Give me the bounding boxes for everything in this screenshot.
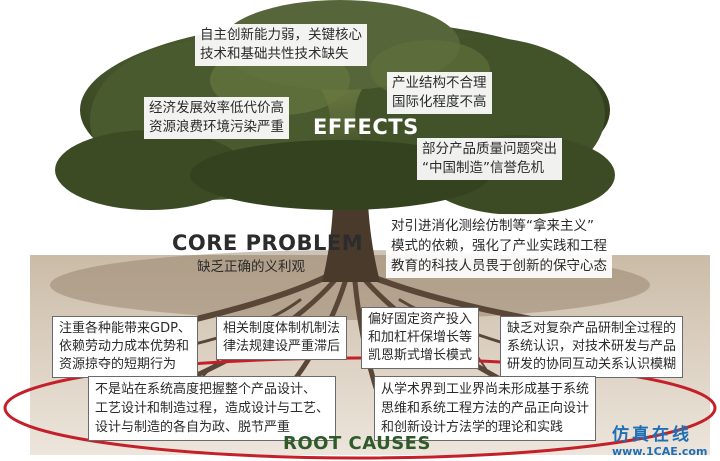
watermark: 仿真在线 www.1CAE.com	[612, 420, 707, 458]
root-3-line-3: 凯恩斯式增长模式	[368, 348, 473, 363]
effects-title: EFFECTS	[313, 115, 419, 139]
effect-4-line-2: “中国制造”信誉危机	[422, 160, 544, 176]
root-6-line-3: 和创新设计方法学的理论和实践	[381, 420, 564, 435]
effect-label-1: 自主创新能力弱，关键核心 技术和基础共性技术缺失	[195, 24, 367, 66]
core-detail-line-1: 对引进消化测绘仿制等“拿来主义”	[391, 218, 594, 234]
root-causes-ellipse	[3, 356, 717, 460]
effect-1-line-1: 自主创新能力弱，关键核心	[200, 27, 362, 43]
root-1-line-3: 资源掠夺的短期行为	[59, 357, 177, 372]
effect-3-line-1: 经济发展效率低代价高	[149, 100, 284, 116]
root-4-line-3: 研发的协同互动关系认识模糊	[507, 357, 677, 372]
root-cause-box-2: 相关制度体制机制法 律法规建设严重滞后	[216, 316, 348, 360]
effect-1-line-2: 技术和基础共性技术缺失	[200, 46, 349, 62]
root-cause-box-3: 偏好固定资产投入 和加杠杆保增长等 凯恩斯式增长模式	[361, 307, 480, 369]
core-problem-title: CORE PROBLEM	[172, 231, 364, 255]
root-cause-box-1: 注重各种能带来GDP、 依赖劳动力成本优势和 资源掠夺的短期行为	[52, 316, 198, 378]
effect-4-line-1: 部分产品质量问题突出	[422, 141, 557, 157]
effect-2-line-1: 产业结构不合理	[392, 75, 487, 91]
root-3-line-1: 偏好固定资产投入	[368, 312, 473, 327]
effect-label-4: 部分产品质量问题突出 “中国制造”信誉危机	[417, 138, 562, 180]
effect-label-3: 经济发展效率低代价高 资源浪费环境污染严重	[144, 97, 289, 139]
root-causes-title: ROOT CAUSES	[283, 433, 431, 454]
root-5-line-2: 工艺设计和制造过程，造成设计与工艺、	[95, 401, 330, 416]
effect-2-line-2: 国际化程度不高	[392, 94, 487, 110]
root-cause-box-4: 缺乏对复杂产品研制全过程的 系统认识，对技术研发与产品 研发的协同互动关系认识模…	[500, 316, 684, 378]
root-2-line-2: 律法规建设严重滞后	[223, 339, 341, 354]
effect-3-line-2: 资源浪费环境污染严重	[149, 119, 284, 135]
root-cause-box-6: 从学术界到工业界尚未形成基于系统 思维和系统工程方法的产品正向设计 和创新设计方…	[374, 376, 597, 441]
root-4-line-2: 系统认识，对技术研发与产品	[507, 339, 677, 354]
root-6-line-1: 从学术界到工业界尚未形成基于系统	[381, 382, 590, 397]
effect-label-2: 产业结构不合理 国际化程度不高	[387, 72, 492, 114]
core-detail-line-2: 模式的依赖，强化了产业实践和工程	[391, 238, 607, 254]
root-cause-box-5: 不是站在系统高度把握整个产品设计、 工艺设计和制造过程，造成设计与工艺、 设计与…	[88, 376, 337, 441]
root-1-line-1: 注重各种能带来GDP、	[59, 321, 191, 336]
root-2-line-1: 相关制度体制机制法	[223, 321, 341, 336]
watermark-text: 仿真在线	[612, 425, 692, 445]
core-problem-subtitle: 缺乏正确的义利观	[197, 259, 305, 275]
core-detail: 对引进消化测绘仿制等“拿来主义” 模式的依赖，强化了产业实践和工程 教育的科技人…	[386, 214, 612, 278]
root-5-line-1: 不是站在系统高度把握整个产品设计、	[95, 382, 317, 397]
root-4-line-1: 缺乏对复杂产品研制全过程的	[507, 321, 677, 336]
root-3-line-2: 和加杠杆保增长等	[368, 330, 473, 345]
root-6-line-2: 思维和系统工程方法的产品正向设计	[381, 401, 590, 416]
root-5-line-3: 设计与制造的各自为政、脱节严重	[95, 420, 291, 435]
watermark-url: www.1CAE.com	[612, 445, 708, 458]
core-detail-line-3: 教育的科技人员畏于创新的保守心态	[391, 258, 607, 274]
root-1-line-2: 依赖劳动力成本优势和	[59, 339, 190, 354]
